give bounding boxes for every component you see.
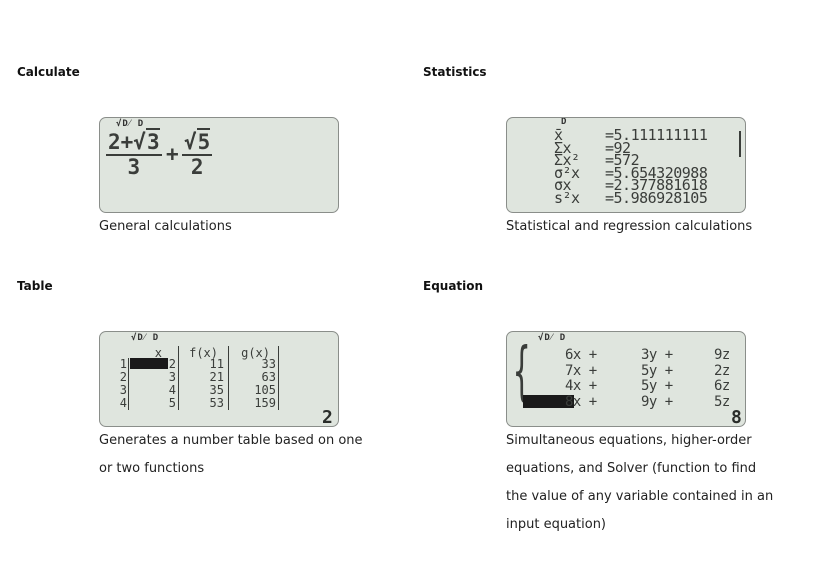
table-cell-x: 3 [168,370,176,384]
scroll-cursor [739,131,741,157]
stat-value: =2.377881618 [605,176,708,194]
equation-coefficient: 7x + [565,362,597,379]
table-cell-n: 1 [119,357,127,371]
stat-value: =5.654320988 [605,163,708,182]
stat-label: x̄ [554,126,563,144]
table-cell-g: 63 [261,370,276,384]
equation-brace: { [513,335,531,409]
stat-value: =92 [605,138,631,157]
equation-heading: Equation [423,279,484,293]
table-cell-n: 4 [119,396,127,410]
table-cell-x: 4 [168,383,176,397]
plus-sign: + [166,142,179,166]
stat-label: Σx² [554,151,580,169]
fraction-one: 2+√3 3 [106,128,162,179]
equation-coefficient: 5y + [641,378,673,394]
equation-coefficient: 4x + [565,378,597,394]
table-cell-g: 105 [254,383,276,397]
equation-coefficient: 5y + [641,362,673,379]
table-cell-g: 159 [254,396,276,410]
equation-coefficient: 3y + [641,347,673,363]
equation-coefficient: 5z [714,393,730,410]
stat-label: σ²x [554,163,580,182]
stat-label: s²x [554,188,580,207]
calculate-indicators: √D⁄ D [116,119,145,129]
fraction-two: √5 2 [182,128,213,179]
stat-value: =572 [605,151,640,169]
calculate-caption: General calculations [99,219,232,234]
equation-coefficient: 8x + [565,393,597,410]
table-cell-n: 3 [119,383,127,397]
calculate-heading: Calculate [17,65,80,79]
stat-value: =5.111111111 [605,126,708,144]
stat-value: =5.986928105 [605,188,708,207]
table-cell-n: 2 [119,370,127,384]
equation-lcd-screen: √D⁄ D { 6x + 3y + 9z 7x + 5y + 2z 4x + 5y + 6z 8x… [506,331,746,427]
equation-coefficient: 6x + [565,347,597,363]
table-cell-x: 2 [168,357,176,371]
equation-corner-number: 8 [731,407,742,427]
statistics-heading: Statistics [423,65,487,79]
equation-coefficient: 6z [714,378,730,394]
equation-coefficient: 9y + [641,393,673,410]
table-cell-f: 21 [209,370,224,384]
statistics-indicator: D [561,117,568,127]
equation-indicators: √D⁄ D [538,333,567,343]
table-cell-x: 5 [168,396,176,410]
table-cell-g: 33 [261,357,276,371]
table-header-x: x [154,346,162,360]
statistics-caption: Statistical and regression calculations [506,219,753,234]
table-cell-f: 11 [209,357,224,371]
table-selected-cell [130,358,168,369]
table-heading: Table [17,279,53,293]
stat-label: Σx [554,138,572,157]
table-indicators: √D⁄ D [131,333,160,343]
table-cell-f: 53 [209,396,224,410]
calculate-lcd-screen: √D⁄ D 2+√3 3 + √5 2 [99,117,339,213]
equation-selected-cell [523,395,574,408]
equation-coefficient: 9z [714,347,730,363]
table-header-f: f(x) [189,346,218,360]
table-header-g: g(x) [241,346,270,360]
table-corner-number: 2 [322,407,333,427]
stat-label: σx [554,176,572,194]
table-cell-f: 35 [209,383,224,397]
equation-coefficient: 2z [714,362,730,379]
